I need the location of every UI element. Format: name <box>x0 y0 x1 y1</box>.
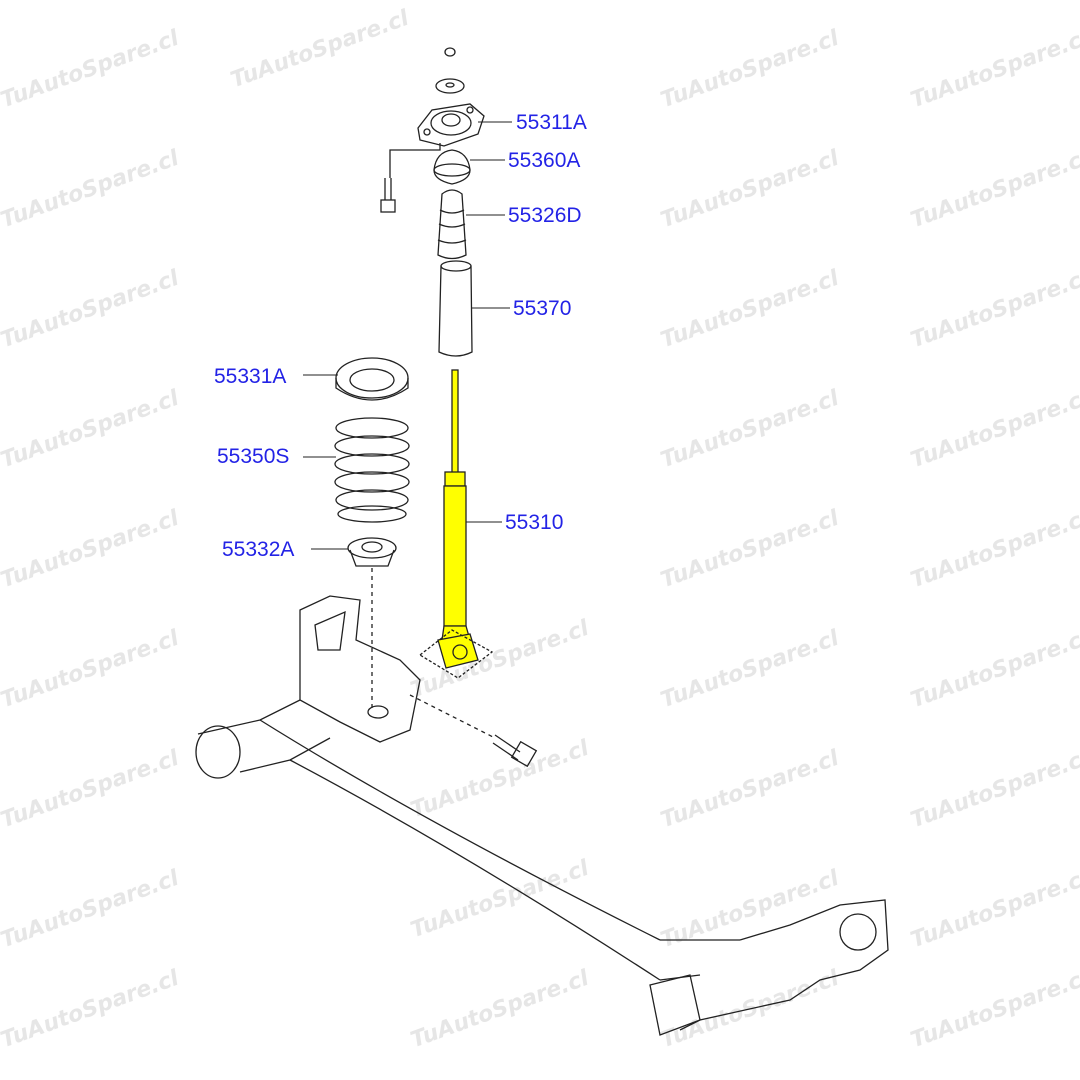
dust-cover-part[interactable] <box>438 260 473 357</box>
coil-spring-part[interactable] <box>334 417 410 523</box>
part-label-55311A[interactable]: 55311A <box>516 111 587 134</box>
part-label-55326D[interactable]: 55326D <box>508 204 582 227</box>
shock-lower-bolt-part <box>409 694 538 768</box>
part-label-55332A[interactable]: 55332A <box>222 538 295 561</box>
lower-spring-seat-part[interactable] <box>347 537 397 710</box>
nut-part <box>444 47 456 57</box>
mount-bolt-part <box>380 178 396 213</box>
strut-mount-part[interactable] <box>389 103 485 178</box>
part-label-55370[interactable]: 55370 <box>513 297 572 320</box>
part-label-55310[interactable]: 55310 <box>505 511 564 534</box>
rear-axle-beam <box>195 595 889 1036</box>
leader-lines <box>303 121 512 550</box>
shock-absorber-part[interactable] <box>418 369 494 679</box>
bump-cap-part[interactable] <box>433 149 471 185</box>
part-label-55360A[interactable]: 55360A <box>508 149 581 172</box>
washer-part <box>435 78 465 94</box>
bump-stop-part[interactable] <box>437 189 467 260</box>
upper-spring-seat-part[interactable] <box>335 357 409 401</box>
part-label-55331A[interactable]: 55331A <box>214 365 287 388</box>
part-label-55350S[interactable]: 55350S <box>217 445 290 468</box>
